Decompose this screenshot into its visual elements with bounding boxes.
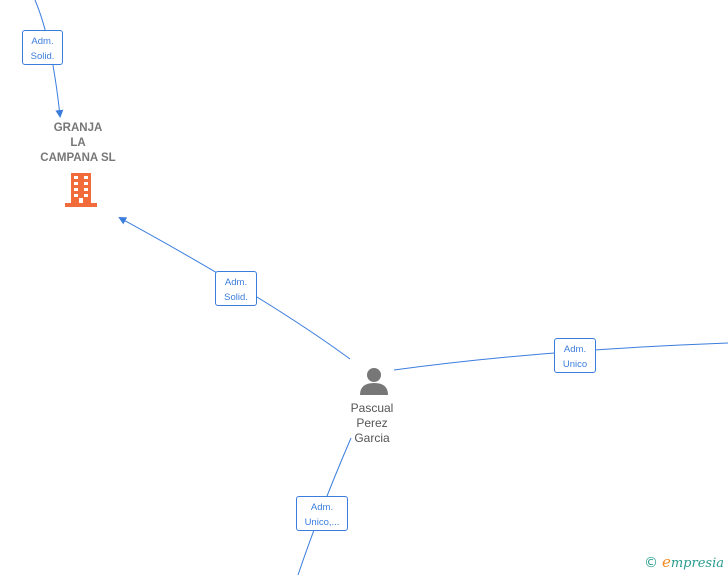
edge-label-line: Solid. (224, 292, 248, 303)
edge-label-line: Adm. (310, 502, 334, 513)
person-name-line: Garcia (354, 431, 390, 445)
edge-label-line: Unico,... (304, 517, 340, 528)
edge-label-top[interactable]: Adm. Solid. (22, 30, 63, 65)
building-icon[interactable] (64, 172, 98, 208)
empresia-watermark: ©empresia (644, 553, 724, 571)
edge-person-right (393, 342, 728, 371)
edge-label-line: Adm. (31, 36, 54, 47)
brand-rest: mpresia (670, 556, 724, 571)
brand-initial: e (661, 553, 671, 571)
edge-label-person-company[interactable]: Adm. Solid. (215, 271, 257, 306)
company-name-line: CAMPANA SL (40, 152, 116, 164)
edge-label-person-right[interactable]: Adm. Unico (554, 338, 596, 373)
company-name-line: LA (70, 137, 86, 149)
edge-label-person-bottom[interactable]: Adm. Unico,... (296, 496, 348, 531)
copyright-icon: © (643, 555, 658, 571)
edge-label-line: Unico (562, 359, 588, 370)
edge-label-line: Solid. (30, 51, 55, 62)
person-icon[interactable] (359, 366, 389, 396)
company-name[interactable]: GRANJA LA CAMPANA SL (28, 121, 128, 166)
person-name-line: Perez (356, 416, 388, 430)
edge-label-line: Adm. (563, 344, 587, 355)
person-name[interactable]: Pascual Perez Garcia (332, 401, 412, 446)
edge-label-line: Adm. (224, 277, 248, 288)
company-name-line: GRANJA (53, 122, 103, 134)
person-name-line: Pascual (350, 401, 394, 415)
